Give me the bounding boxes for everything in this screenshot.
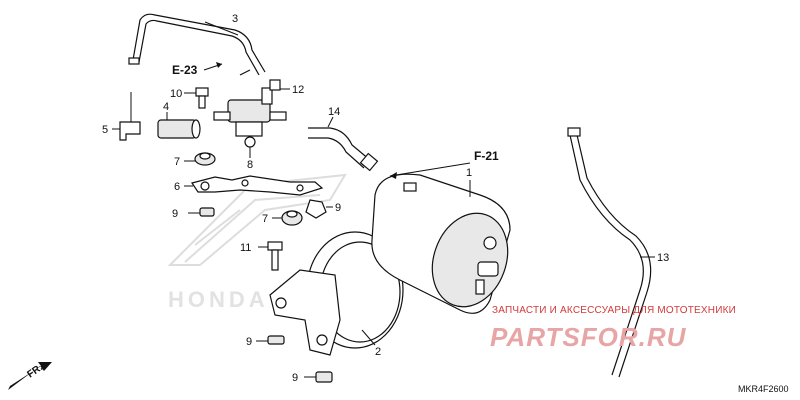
watermark-brand: PARTSFOR.RU xyxy=(490,322,687,352)
part-13-bolt xyxy=(267,241,283,271)
callout-1: 1 xyxy=(466,167,472,179)
front-marker: FR. xyxy=(8,362,52,390)
callout-8: 8 xyxy=(247,159,253,171)
callout-3: 3 xyxy=(232,13,238,25)
part-8-valve xyxy=(213,87,287,148)
diagram-code: MKR4F2600 xyxy=(738,384,789,394)
callout-5: 5 xyxy=(102,124,108,136)
ref-e23: E-23 xyxy=(172,63,198,77)
callout-6: 6 xyxy=(174,181,180,193)
part-15-hose xyxy=(567,127,652,378)
part-10-nut xyxy=(199,207,215,217)
callout-16: 14 xyxy=(328,106,340,118)
part-7-grommet-lower xyxy=(281,210,303,226)
callout-13: 11 xyxy=(240,242,251,254)
part-5-fitting xyxy=(119,92,141,141)
honda-wing-logo: HONDA xyxy=(167,173,347,312)
callout-4: 4 xyxy=(163,101,169,113)
callout-2: 2 xyxy=(375,346,381,358)
watermark-tagline: ЗАПЧАСТИ И АКСЕССУАРЫ ДЛЯ МОТОТЕХНИКИ xyxy=(492,305,736,316)
callout-12: 10 xyxy=(170,88,182,100)
callout-7b: 7 xyxy=(262,213,268,225)
callout-10: 9 xyxy=(172,208,178,220)
part-9-nut-lower xyxy=(315,371,333,383)
part-14-bolt xyxy=(269,79,281,91)
part-3-hose xyxy=(128,13,266,76)
callout-11: 9 xyxy=(335,202,341,214)
part-4-tube xyxy=(157,119,201,139)
honda-logo-text: HONDA xyxy=(168,287,269,312)
callout-9b: 9 xyxy=(292,372,298,384)
part-12-bolt xyxy=(195,87,209,109)
part-1-canister xyxy=(371,173,511,314)
callout-14: 12 xyxy=(292,84,304,96)
part-9-nut-left xyxy=(267,335,285,345)
callout-15: 13 xyxy=(657,252,669,264)
part-11-clip xyxy=(305,199,327,219)
part-7-grommet-upper xyxy=(194,152,216,166)
part-16-hose xyxy=(308,127,379,172)
ref-f21: F-21 xyxy=(474,149,499,163)
part-2-stay xyxy=(269,231,404,356)
callout-9a: 9 xyxy=(246,336,252,348)
callout-7a: 7 xyxy=(174,156,180,168)
part-6-bracket xyxy=(191,175,324,196)
